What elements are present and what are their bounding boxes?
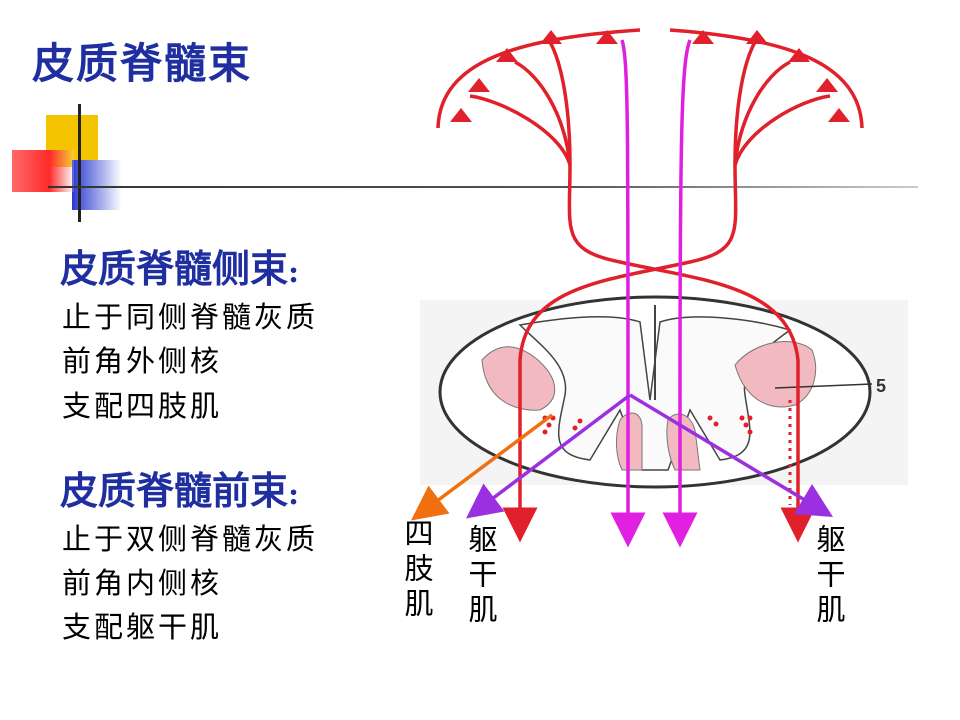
lateral-heading-text: 皮质脊髓侧束 bbox=[60, 246, 289, 291]
marker-5-label: 5 bbox=[876, 376, 886, 396]
lateral-line-1: 止于同侧脊髓灰质 bbox=[62, 300, 319, 334]
right-anterior-tract-area bbox=[666, 413, 701, 471]
decoration-horizontal-rule bbox=[48, 186, 918, 188]
lateral-line-2: 前角外侧核 bbox=[62, 344, 223, 378]
decoration-vertical-line bbox=[78, 104, 81, 222]
lateral-heading-colon: : bbox=[288, 255, 300, 290]
anterior-heading-text: 皮质脊髓前束 bbox=[60, 468, 289, 513]
lateral-tract bbox=[436, 28, 864, 543]
anterior-heading-colon: : bbox=[288, 477, 300, 512]
label-trunk-muscle-right: 躯干肌 bbox=[812, 524, 846, 629]
lateral-tract-heading: 皮质脊髓侧束: bbox=[60, 238, 299, 293]
trunk-projections bbox=[466, 393, 833, 519]
marker-5-line bbox=[774, 383, 873, 389]
anterior-line-3: 支配躯干肌 bbox=[62, 610, 223, 644]
decoration-red-bar bbox=[12, 150, 74, 192]
anterior-tract bbox=[610, 39, 698, 548]
right-lateral-tract-area bbox=[734, 341, 817, 408]
anterior-line-2: 前角内侧核 bbox=[62, 566, 223, 600]
anterior-tract-heading: 皮质脊髓前束: bbox=[60, 460, 299, 515]
cortical-neurons bbox=[450, 30, 850, 122]
limb-projection bbox=[410, 413, 554, 521]
page-title: 皮质脊髓束 bbox=[32, 39, 253, 88]
anterior-line-1: 止于双侧脊髓灰质 bbox=[62, 522, 319, 556]
label-limb-muscle: 四肢肌 bbox=[400, 518, 434, 623]
lateral-line-3: 支配四肢肌 bbox=[62, 389, 223, 423]
label-trunk-muscle-left: 躯干肌 bbox=[464, 524, 498, 629]
dotted-projections bbox=[518, 385, 792, 505]
